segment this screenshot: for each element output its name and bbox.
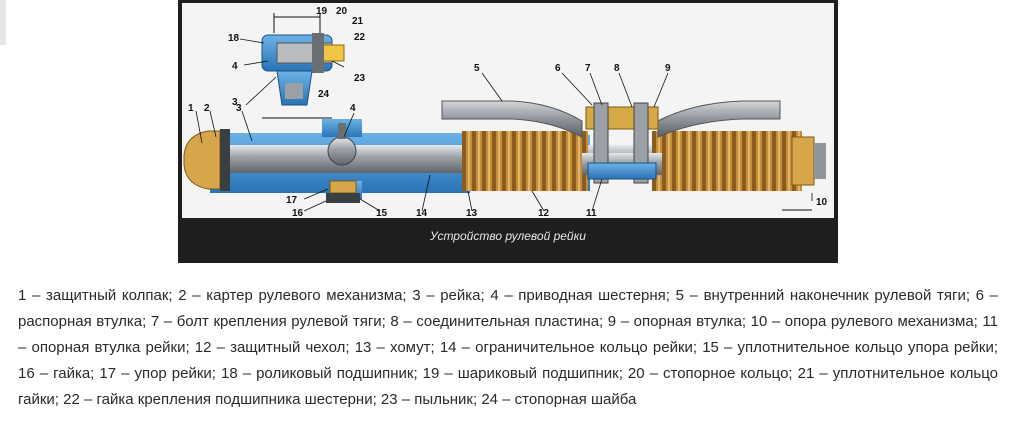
- callout-11: 11: [586, 208, 597, 218]
- page-edge-strip: [0, 0, 6, 45]
- callout-22: 22: [354, 32, 366, 43]
- steering-rack-diagram: 1 2 3 3 4 4 5 6 7 8 9 10 11 12 13 14 15 …: [183, 6, 828, 218]
- callout-17: 17: [286, 195, 298, 206]
- pinion-shaft: [338, 123, 346, 139]
- callout-13: 13: [466, 208, 478, 218]
- callout-12: 12: [538, 208, 550, 218]
- parts-legend: 1 – защитный колпак; 2 – картер рулевого…: [18, 287, 998, 408]
- callout-7: 7: [585, 63, 591, 74]
- callout-14: 14: [416, 208, 428, 218]
- protective-boot-right: [652, 131, 802, 191]
- mechanism-support: [791, 136, 815, 186]
- callout-10: 10: [816, 197, 828, 208]
- callout-8: 8: [614, 63, 620, 74]
- callout-18: 18: [228, 33, 240, 44]
- plunger-nut: [326, 193, 360, 203]
- protective-boot-left: [462, 131, 588, 191]
- protective-cap: [183, 130, 221, 190]
- callout-20: 20: [336, 6, 348, 17]
- diagram-panel: 1 2 3 3 4 4 5 6 7 8 9 10 11 12 13 14 15 …: [182, 3, 834, 218]
- tie-rod-right: [657, 100, 781, 138]
- rack-support-sleeve: [587, 162, 657, 180]
- callout-4-lower: 4: [350, 103, 356, 114]
- callout-5: 5: [474, 63, 480, 74]
- callout-9: 9: [665, 63, 671, 74]
- callout-19: 19: [316, 6, 328, 17]
- diagram-figure: 1 2 3 3 4 4 5 6 7 8 9 10 11 12 13 14 15 …: [178, 0, 838, 263]
- figure-caption: Устройство рулевой рейки: [430, 229, 586, 243]
- callout-1: 1: [188, 103, 194, 114]
- callout-23: 23: [354, 73, 366, 84]
- callout-24: 24: [318, 89, 330, 100]
- rack-end: [814, 143, 826, 179]
- callout-2: 2: [204, 103, 210, 114]
- callout-3-upper: 3: [232, 97, 238, 108]
- housing-flange: [220, 129, 230, 191]
- pinion-inset: [261, 13, 345, 106]
- callout-6: 6: [555, 63, 561, 74]
- callout-leaders: [195, 38, 813, 212]
- rack-plunger: [329, 180, 357, 194]
- callout-3-lower: 3: [236, 103, 242, 114]
- callout-21: 21: [352, 16, 364, 27]
- tie-rod-left: [441, 100, 583, 138]
- drive-pinion: [327, 136, 357, 166]
- callout-4-upper: 4: [232, 61, 238, 72]
- callout-15: 15: [376, 208, 388, 218]
- callout-16: 16: [292, 208, 304, 218]
